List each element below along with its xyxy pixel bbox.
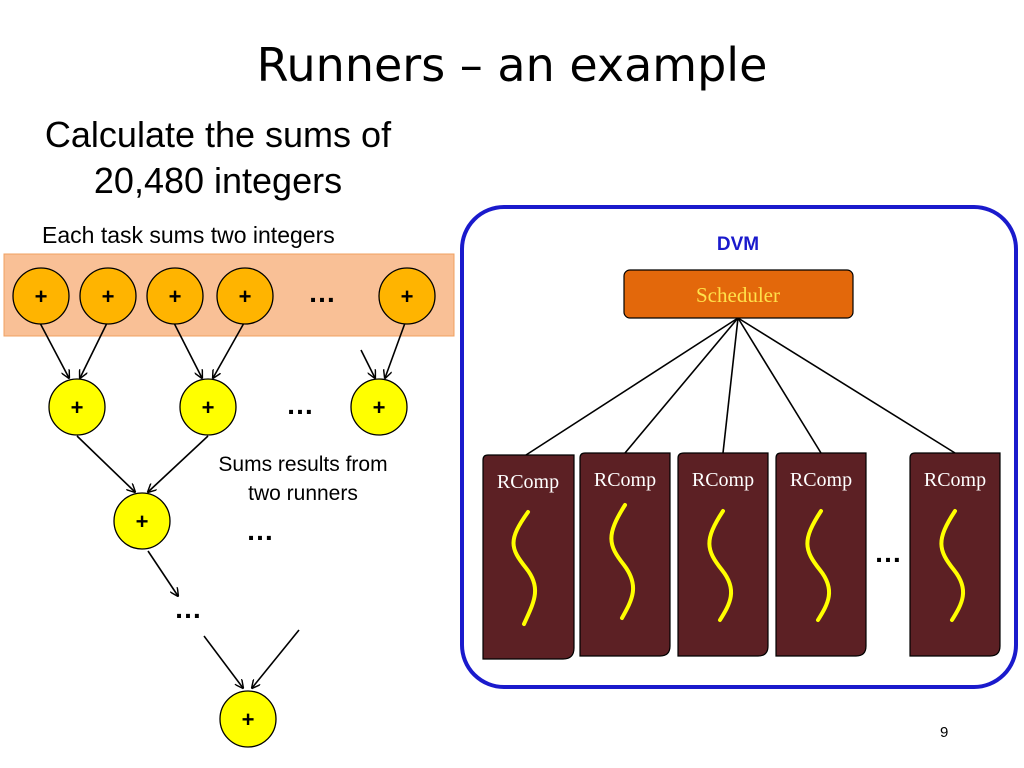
runner-note-line-1: Sums results from xyxy=(218,453,388,476)
task-node: + xyxy=(79,267,137,325)
task-node-label: + xyxy=(35,284,48,309)
thread-icon xyxy=(939,509,966,622)
link xyxy=(624,317,739,454)
runner-node-label: + xyxy=(373,395,386,420)
rcomp-label: RComp xyxy=(497,471,559,493)
rcomp-box: RComp xyxy=(775,452,867,657)
arrow xyxy=(213,322,245,378)
runner-node-label: + xyxy=(71,395,84,420)
dvm-label: DVM xyxy=(716,234,760,255)
arrow xyxy=(385,322,406,378)
link xyxy=(737,317,822,454)
slide-title: Runners – an example xyxy=(256,38,768,92)
task-node: + xyxy=(216,267,274,325)
runner-node-label: + xyxy=(136,509,149,534)
arrow xyxy=(147,550,178,596)
root-node-label: + xyxy=(242,707,255,732)
task-node: + xyxy=(378,267,436,325)
rcomp-box: RComp xyxy=(482,454,575,660)
rcomp-label: RComp xyxy=(924,469,986,491)
arrow xyxy=(39,322,69,378)
runner-note-line-2: two runners xyxy=(248,482,358,505)
task-ellipsis: … xyxy=(308,277,336,308)
level2-ellipsis: … xyxy=(246,515,274,546)
subtitle-line-2: 20,480 integers xyxy=(93,160,343,201)
rcomp-box: RComp xyxy=(579,452,671,657)
thread-icon xyxy=(511,510,538,626)
runner-note: Sums results from two runners xyxy=(196,450,410,508)
rcomp-label: RComp xyxy=(594,469,656,491)
rcomp-box: RComp xyxy=(677,452,769,657)
task-note: Each task sums two integers xyxy=(42,222,335,248)
runner-node-label: + xyxy=(202,395,215,420)
link xyxy=(722,317,739,454)
runner-ellipsis: … xyxy=(286,389,314,420)
subtitle-line-1: Calculate the sums of xyxy=(44,114,392,155)
scheduler-box: Scheduler xyxy=(623,269,854,319)
arrow xyxy=(173,322,202,378)
level3-ellipsis: … xyxy=(174,593,202,624)
root-node: + xyxy=(219,690,277,748)
arrow xyxy=(252,629,300,688)
link xyxy=(737,317,956,454)
task-node: + xyxy=(12,267,70,325)
rcomp-label: RComp xyxy=(790,469,852,491)
dvm-container xyxy=(460,205,1018,689)
thread-icon xyxy=(609,503,636,620)
link xyxy=(525,317,739,456)
task-node-label: + xyxy=(169,284,182,309)
arrow xyxy=(360,349,375,378)
arrow xyxy=(148,435,209,492)
thread-icon xyxy=(707,509,734,622)
scheduler-links xyxy=(525,317,956,456)
arrow xyxy=(80,322,108,378)
task-node-label: + xyxy=(401,284,414,309)
page-number: 9 xyxy=(940,724,949,741)
arrow xyxy=(76,435,135,492)
task-node-label: + xyxy=(239,284,252,309)
thread-icon xyxy=(805,509,832,622)
runner-node: + xyxy=(179,378,237,436)
task-node: + xyxy=(146,267,204,325)
rcomp-label: RComp xyxy=(692,469,754,491)
slide-subtitle: Calculate the sums of 20,480 integers xyxy=(18,112,418,204)
task-node-label: + xyxy=(102,284,115,309)
scheduler-label: Scheduler xyxy=(696,283,780,307)
runner-node: + xyxy=(350,378,408,436)
arrow xyxy=(203,635,243,688)
runner-node: + xyxy=(113,492,171,550)
runner-node: + xyxy=(48,378,106,436)
tree-arrows xyxy=(39,322,406,688)
rcomp-ellipsis: … xyxy=(874,537,902,568)
rcomp-box: RComp xyxy=(909,452,1001,657)
